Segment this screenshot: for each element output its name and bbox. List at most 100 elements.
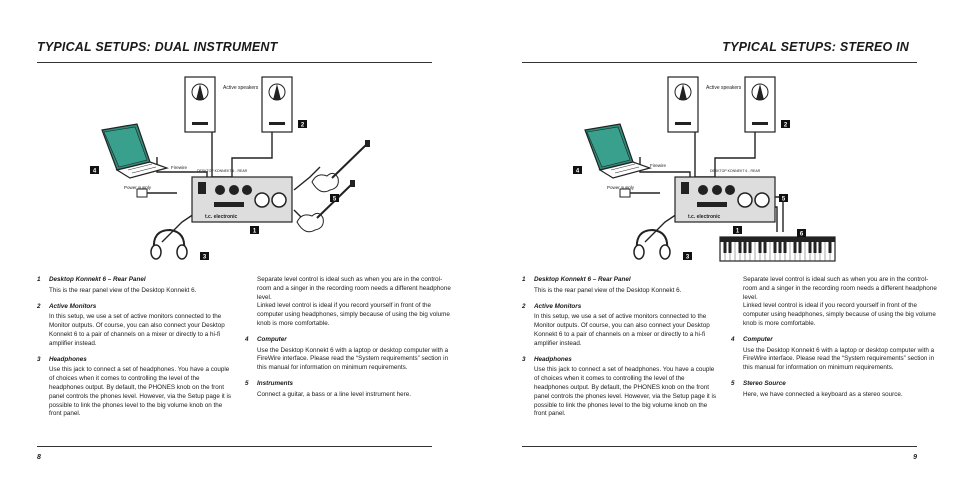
headphones-icon: [633, 228, 671, 260]
callouts: 2 4 5 6 1 3: [573, 120, 806, 261]
guitar-cable-1: [293, 166, 321, 191]
callout-2: 2: [784, 123, 788, 129]
laptop-icon: [584, 123, 653, 179]
item-heading: Active Monitors: [49, 302, 97, 310]
text-column-1: 1 Desktop Konnekt 6 – Rear Panel This is…: [37, 276, 233, 426]
callouts: 2 4 5 1 3: [90, 120, 339, 261]
item-body: Use the Desktop Konnekt 6 with a laptop …: [743, 346, 935, 372]
desktop-konnekt-device: [191, 176, 293, 223]
callout-6: 6: [800, 232, 804, 238]
item-active-monitors: 2 Active Monitors In this setup, we use …: [522, 303, 718, 349]
setup-diagram: Active speakers DESKTOP KONNEKT 6 - REAR…: [90, 76, 370, 261]
item-body: This is the rear panel view of the Deskt…: [534, 286, 682, 294]
footer-rule: [522, 446, 917, 447]
firewire-label: Firewire: [650, 163, 666, 168]
power-supply-label: Power supply: [607, 185, 635, 190]
header-rule: [37, 62, 432, 63]
item-rear-panel: 1 Desktop Konnekt 6 – Rear Panel This is…: [37, 276, 233, 296]
cable-right-speaker: [231, 132, 273, 177]
item-body: Use this jack to connect a set of headph…: [534, 366, 717, 418]
right-page: TYPICAL SETUPS: STEREO IN Active speaker…: [477, 0, 954, 478]
keyboard-black-key: [798, 242, 802, 253]
item-computer: 4 Computer Use the Desktop Konnekt 6 wit…: [731, 336, 939, 373]
power-supply-label: Power supply: [124, 185, 152, 190]
keyboard-black-key: [723, 242, 727, 253]
text-column-2: Separate level control is ideal such as …: [731, 276, 939, 407]
callout-1: 1: [253, 229, 257, 235]
item-headphones: 3 Headphones Use this jack to connect a …: [37, 355, 232, 418]
keyboard-black-key: [828, 242, 832, 253]
left-page: TYPICAL SETUPS: DUAL INSTRUMENT Active s…: [37, 40, 453, 461]
keyboard-icon: [719, 236, 836, 262]
headphone-level-intro: Separate level control is ideal such as …: [257, 276, 451, 327]
guitar-icon-2: [296, 180, 355, 233]
active-speakers-label: Active speakers: [223, 85, 259, 91]
keyboard-black-key: [773, 242, 777, 253]
item-active-monitors: 2 Active Monitors In this setup, we use …: [37, 303, 233, 349]
firewire-label: Firewire: [171, 165, 187, 170]
item-body: Here, we have connected a keyboard as a …: [743, 390, 903, 398]
item-heading: Desktop Konnekt 6 – Rear Panel: [49, 276, 146, 283]
callout-4: 4: [93, 169, 97, 175]
keyboard-black-key: [743, 242, 747, 253]
keyboard-black-key: [778, 242, 782, 253]
page-title: TYPICAL SETUPS: DUAL INSTRUMENT: [37, 40, 278, 54]
header-rule: [522, 62, 917, 63]
item-rear-panel: 1 Desktop Konnekt 6 – Rear Panel This is…: [522, 276, 718, 296]
desktop-konnekt-device: [674, 176, 776, 223]
callout-2: 2: [301, 123, 305, 129]
left-speaker: [184, 76, 216, 133]
left-speaker: [667, 76, 699, 133]
item-body: This is the rear panel view of the Deskt…: [49, 286, 197, 294]
keyboard-black-key: [763, 242, 767, 253]
power-adapter-icon: [136, 188, 148, 198]
item-computer: 4 Computer Use the Desktop Konnekt 6 wit…: [245, 336, 453, 373]
callout-5: 5: [333, 197, 337, 203]
item-body: Connect a guitar, a bass or a line level…: [257, 390, 412, 398]
item-heading: Desktop Konnekt 6 – Rear Panel: [534, 276, 631, 283]
cable-right-speaker: [714, 132, 756, 177]
guitar-icon: [311, 140, 370, 193]
item-heading: Stereo Source: [743, 379, 786, 387]
right-speaker: [744, 76, 776, 133]
item-body: Use the Desktop Konnekt 6 with a laptop …: [257, 346, 449, 372]
headphone-level-intro: Separate level control is ideal such as …: [743, 276, 937, 327]
power-adapter-icon: [619, 188, 631, 198]
footer-rule: [37, 446, 432, 447]
item-body: Use this jack to connect a set of headph…: [49, 366, 232, 418]
item-heading: Headphones: [49, 355, 87, 363]
keyboard-black-key: [758, 242, 762, 253]
headphones-icon: [150, 228, 188, 260]
item-stereo-source: 5 Stereo Source Here, we have connected …: [731, 380, 939, 400]
keyboard-black-key: [748, 242, 752, 253]
item-heading: Headphones: [534, 355, 572, 363]
callout-3: 3: [686, 255, 690, 261]
item-heading: Computer: [257, 335, 287, 343]
item-heading: Computer: [743, 335, 773, 343]
keyboard-black-key: [783, 242, 787, 253]
keyboard-black-key: [728, 242, 732, 253]
device-label: DESKTOP KONNEKT 6 - REAR: [710, 169, 761, 173]
right-speaker: [261, 76, 293, 133]
keyboard-black-key: [738, 242, 742, 253]
item-body: In this setup, we use a set of active mo…: [49, 313, 225, 347]
keyboard-black-key: [808, 242, 812, 253]
text-column-2: Separate level control is ideal such as …: [245, 276, 453, 407]
page-number: 9: [913, 454, 917, 461]
brand-logo: t.c. electronic: [205, 214, 237, 220]
item-heading: Instruments: [257, 379, 294, 387]
text-column-1: 1 Desktop Konnekt 6 – Rear Panel This is…: [522, 276, 718, 426]
brand-logo: t.c. electronic: [688, 214, 720, 220]
page-title: TYPICAL SETUPS: STEREO IN: [722, 40, 909, 54]
item-body: In this setup, we use a set of active mo…: [534, 313, 710, 347]
callout-4: 4: [576, 169, 580, 175]
keyboard-black-key: [793, 242, 797, 253]
callout-1: 1: [736, 229, 740, 235]
setup-diagram: Active speakers DESKTOP KONNEKT 6 - REAR…: [573, 76, 836, 262]
page-number: 8: [37, 454, 41, 461]
active-speakers-label: Active speakers: [706, 85, 742, 91]
laptop-icon: [101, 123, 170, 179]
device-label: DESKTOP KONNEKT 6 - REAR: [197, 169, 248, 173]
callout-3: 3: [203, 255, 207, 261]
keyboard-black-key: [813, 242, 817, 253]
